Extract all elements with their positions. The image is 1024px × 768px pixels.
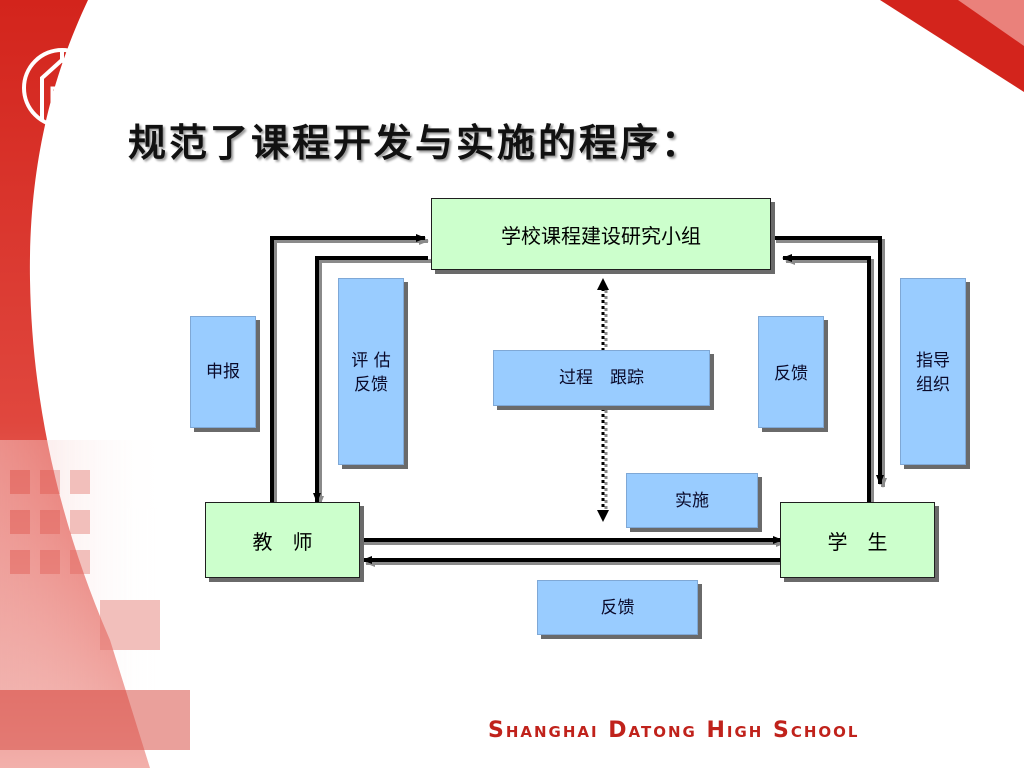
label-feedback-right-text: 反馈 [774,364,808,384]
top-right-red-band [880,0,1024,92]
label-evaluate-line2: 反馈 [354,375,388,395]
label-evaluate-line1: 评 估 [351,351,391,371]
label-guide-line1: 指导 [916,351,950,371]
label-report-text: 申报 [206,362,240,382]
node-course-research-group-label: 学校课程建设研究小组 [501,223,701,248]
slide-title: 规范了课程开发与实施的程序： [128,120,703,165]
arrow-teacher-to-group [270,234,426,502]
label-guide-organize: 指导 组织 [900,278,966,465]
label-process-tracking: 过程 跟踪 [493,350,710,406]
node-teacher: 教 师 [205,502,360,578]
label-guide-line2: 组织 [916,375,950,395]
label-implement: 实施 [626,473,758,528]
top-right-pink-band [958,0,1024,46]
node-course-research-group: 学校课程建设研究小组 [431,198,771,270]
school-name-footer: Shanghai Datong High School [488,718,860,743]
label-report: 申报 [190,316,256,428]
label-feedback-right: 反馈 [758,316,824,428]
node-student-label: 学 生 [827,529,888,554]
arrow-student-to-group [782,254,871,502]
label-feedback-bottom: 反馈 [537,580,698,635]
arrow-group-to-teacher [313,256,428,503]
label-process-tracking-text: 过程 跟踪 [559,368,644,388]
school-emblem-logo [22,48,102,128]
arrow-student-to-group-shadow [785,257,874,505]
label-feedback-bottom-text: 反馈 [600,597,635,618]
node-teacher-label: 教 师 [252,529,313,554]
building-photo [0,440,190,750]
arrow-group-to-teacher-shadow [316,259,431,506]
arrow-group-to-student-shadow [776,239,887,488]
label-evaluate-feedback: 评 估 反馈 [338,278,404,465]
node-student: 学 生 [780,502,935,578]
arrow-teacher-to-group-shadow [273,237,429,505]
label-implement-text: 实施 [675,490,709,511]
arrow-group-to-student [773,236,884,485]
